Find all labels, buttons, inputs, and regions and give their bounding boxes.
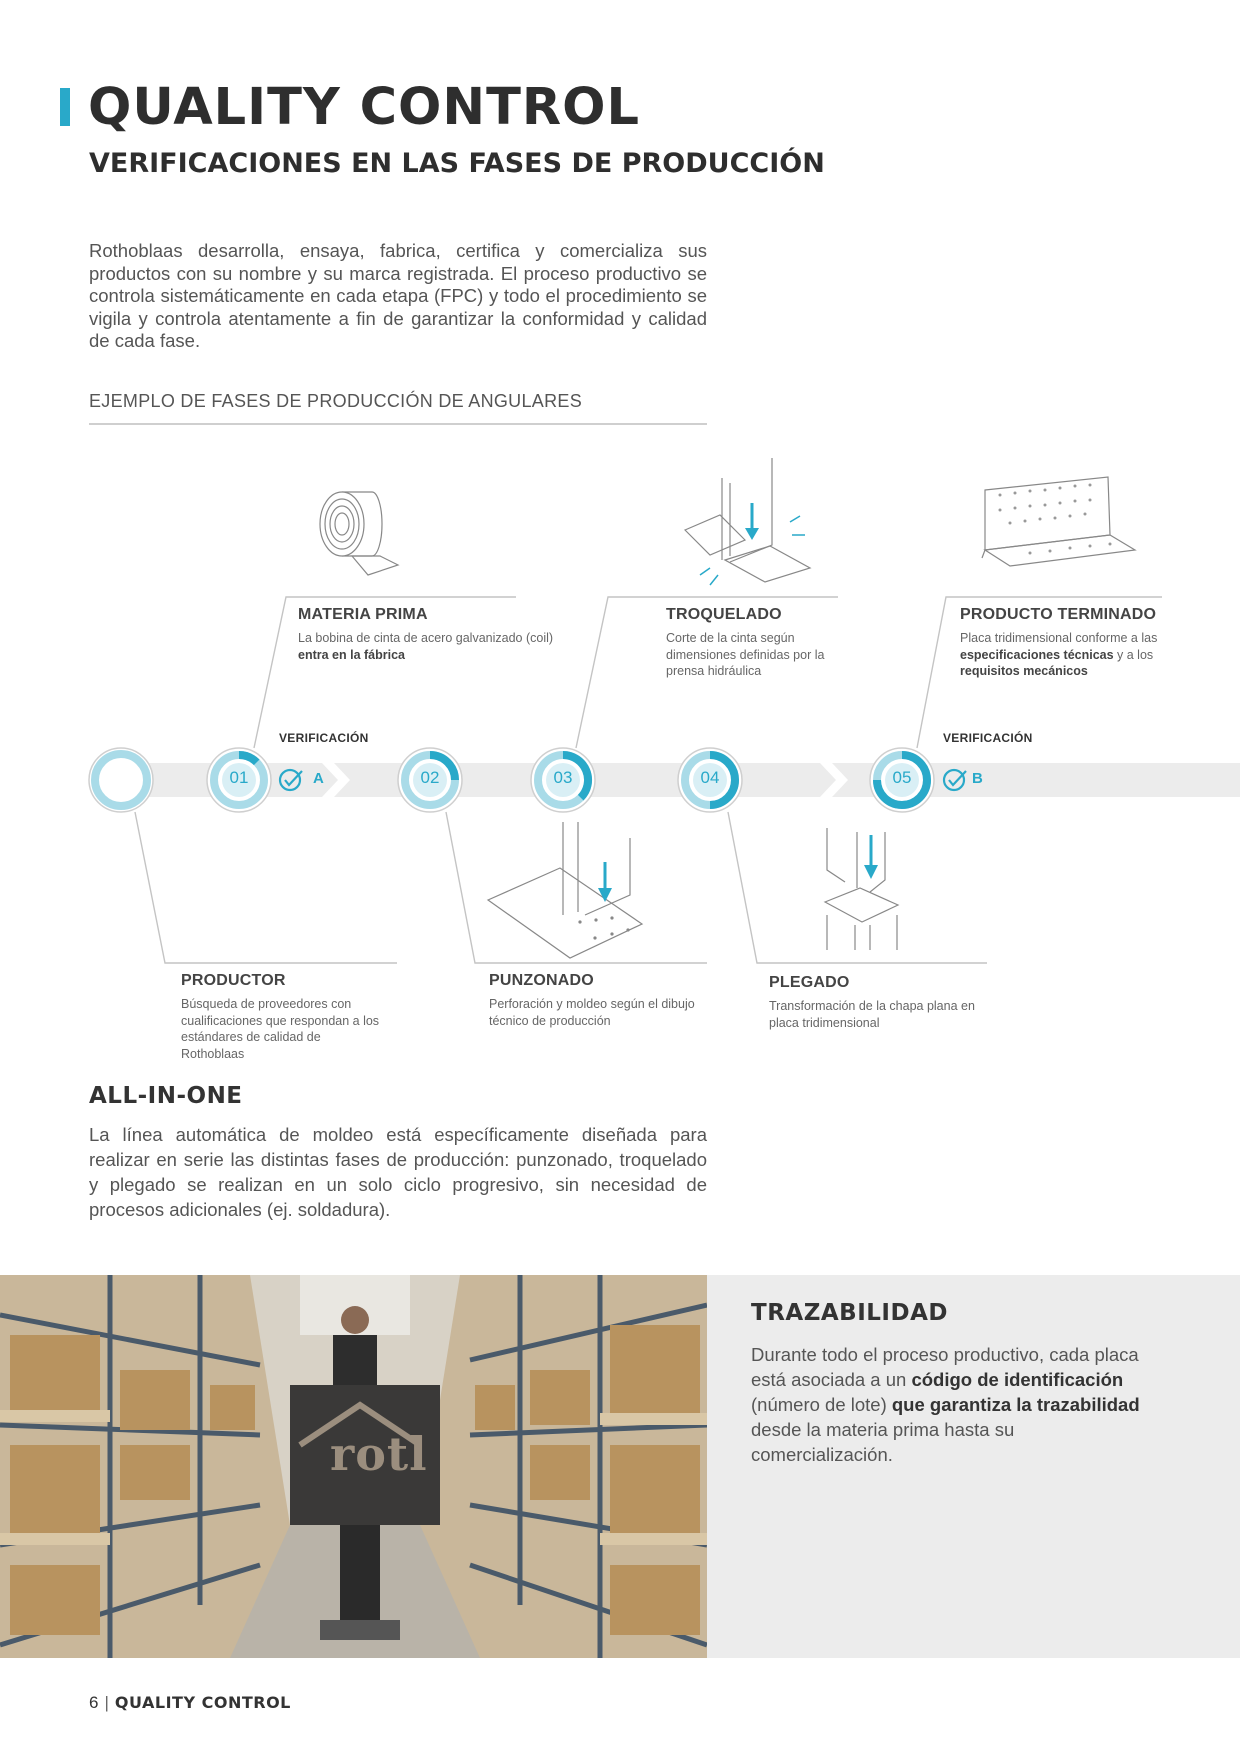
step-description: Transformación de la chapa plana en plac… (769, 999, 975, 1030)
punching-press-icon (486, 822, 644, 959)
page-footer: 6 | QUALITY CONTROL (89, 1693, 291, 1713)
step-number-02: 02 (420, 768, 440, 787)
producer-circle (88, 747, 154, 813)
step-description: Corte de la cinta según dimensiones defi… (666, 631, 825, 678)
step-title: PRODUCTOR (181, 972, 286, 989)
step-circle-04 (677, 747, 743, 813)
production-process-diagram (88, 458, 1240, 964)
example-divider (89, 423, 707, 425)
bending-press-icon (823, 828, 900, 950)
step-troquelado: TROQUELADO Corte de la cinta según dimen… (666, 606, 866, 680)
step-description: La bobina de cinta de acero galvanizado … (298, 631, 554, 662)
step-circle-03 (530, 747, 596, 813)
check-circle-icon (942, 768, 967, 792)
step-title: PUNZONADO (489, 972, 594, 989)
footer-section: QUALITY CONTROL (114, 1693, 291, 1712)
traceability-paragraph: Durante todo el proceso productivo, cada… (751, 1344, 1140, 1465)
step-circle-01 (206, 747, 272, 813)
warehouse-photo: rotl (0, 1275, 707, 1658)
step-plegado: PLEGADO Transformación de la chapa plana… (769, 974, 994, 1031)
step-title: MATERIA PRIMA (298, 606, 428, 623)
step-producto-terminado: PRODUCTO TERMINADO Placa tridimensional … (960, 606, 1175, 680)
step-title: PLEGADO (769, 974, 850, 991)
step-punzonado: PUNZONADO Perforación y moldeo según el … (489, 972, 704, 1029)
steel-coil-icon (319, 491, 400, 576)
page-number: 6 (89, 1693, 99, 1712)
cutting-press-icon (683, 458, 812, 586)
step-description: Búsqueda de proveedores con cualificacio… (181, 997, 380, 1061)
intro-paragraph: Rothoblaas desarrolla, ensaya, fabrica, … (89, 240, 707, 351)
step-description: Placa tridimensional conforme a las espe… (960, 631, 1158, 678)
footer-separator: | (104, 1693, 109, 1712)
step-description: Perforación y moldeo según el dibujo téc… (489, 997, 695, 1028)
step-title: PRODUCTO TERMINADO (960, 606, 1157, 623)
step-number-04: 04 (700, 768, 720, 787)
checkpoint-a: A (313, 770, 324, 787)
step-circle-02 (397, 747, 463, 813)
step-productor: PRODUCTOR Búsqueda de proveedores con cu… (181, 972, 381, 1062)
example-heading: EJEMPLO DE FASES DE PRODUCCIÓN DE ANGULA… (89, 391, 583, 411)
page-subtitle: VERIFICACIONES EN LAS FASES DE PRODUCCIÓ… (89, 148, 825, 179)
traceability-panel (707, 1275, 1240, 1658)
connector-lines (134, 596, 1162, 964)
title-accent-bar (60, 88, 70, 126)
finished-bracket-icon (981, 476, 1137, 567)
step-materia-prima: MATERIA PRIMA La bobina de cinta de acer… (298, 606, 568, 663)
page-title: QUALITY CONTROL (88, 78, 640, 137)
all-in-one-title: ALL-IN-ONE (89, 1083, 243, 1109)
verification-label-b: VERIFICACIÓN (943, 731, 1033, 745)
verification-label-a: VERIFICACIÓN (279, 731, 369, 745)
check-circle-icon (278, 768, 303, 792)
step-number-01: 01 (229, 768, 249, 787)
step-title: TROQUELADO (666, 606, 782, 623)
step-circle-05 (869, 747, 935, 813)
photo-sign-text: rotl (330, 1427, 428, 1481)
step-number-05: 05 (892, 768, 912, 787)
all-in-one-paragraph: La línea automática de moldeo está espec… (89, 1124, 707, 1220)
checkpoint-b: B (972, 770, 983, 787)
traceability-title: TRAZABILIDAD (751, 1300, 948, 1326)
step-number-03: 03 (553, 768, 573, 787)
